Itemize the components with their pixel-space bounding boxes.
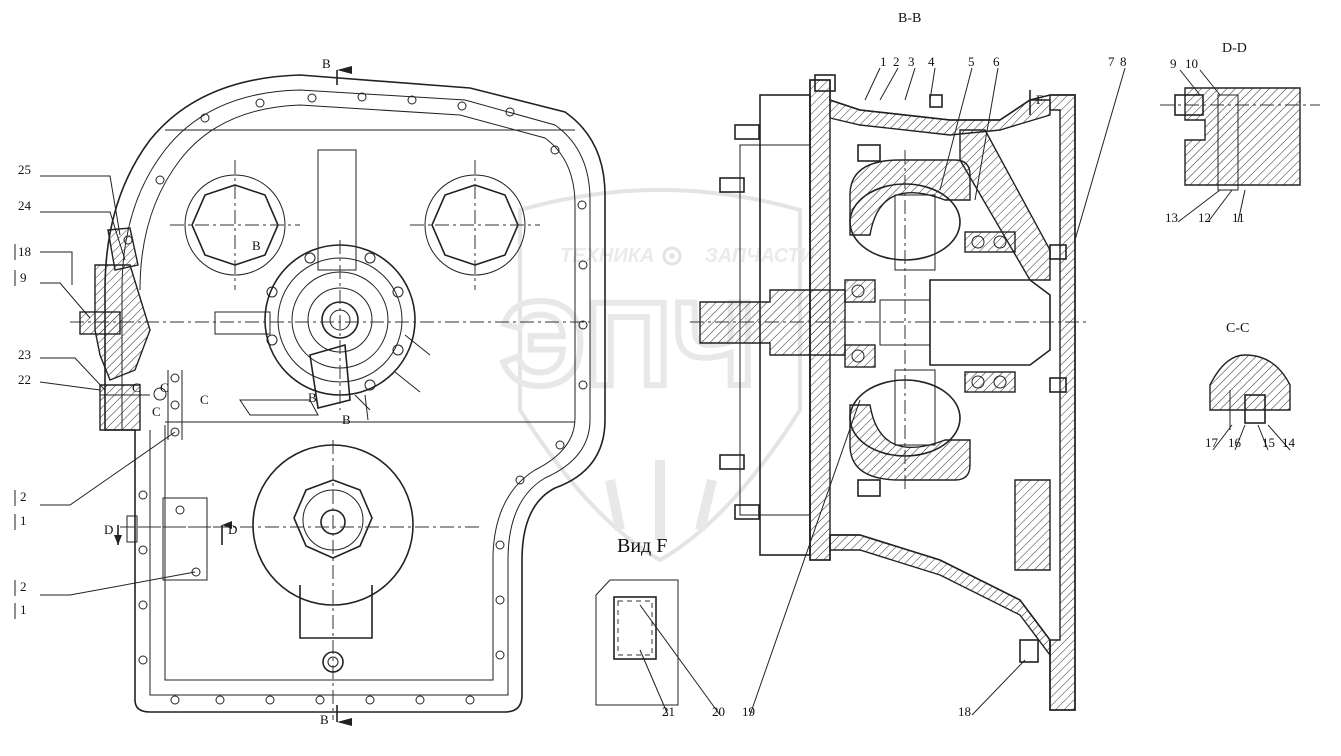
view-title-vid-f: Вид F (617, 535, 667, 557)
callout-1-upper: 1 (20, 513, 27, 528)
callout-2: 2 (893, 54, 900, 69)
callout-1-lower: 1 (20, 602, 27, 617)
bearings (844, 231, 1016, 393)
left-detail-section (79, 227, 151, 431)
labels: B-B D-D C-C Вид F B B B B B C C C C D D … (18, 11, 1296, 727)
callout-6: 6 (993, 54, 1000, 69)
callout-1: 1 (880, 54, 887, 69)
section-d-d (1160, 87, 1320, 191)
callout-20: 20 (712, 704, 725, 719)
callout-10: 10 (1185, 56, 1198, 71)
callout-18-bottom: 18 (958, 704, 971, 719)
callout-4: 4 (928, 54, 935, 69)
section-mark-b-lower: B (308, 390, 317, 405)
watermark-logo: ЭПЧ (500, 277, 756, 411)
front-view-housing (70, 74, 606, 720)
callout-18: 18 (18, 244, 31, 259)
view-title-cc: C-C (1226, 321, 1249, 336)
gear-icon (662, 246, 682, 266)
callout-15: 15 (1262, 435, 1275, 450)
callout-16: 16 (1228, 435, 1242, 450)
watermark-left-text: ТЕХНИКА (560, 245, 654, 267)
section-mark-b-lower2: B (342, 412, 351, 427)
section-b-b (690, 74, 1090, 711)
section-mark-d-left: D (104, 522, 113, 537)
section-mark-c-4: C (200, 392, 209, 407)
callout-23: 23 (18, 347, 31, 362)
section-mark-c-1: C (132, 380, 141, 395)
section-mark-c-3: C (152, 404, 161, 419)
callout-11: 11 (1232, 210, 1245, 225)
section-mark-b-top: B (322, 56, 331, 71)
section-mark-d-right: D (228, 522, 237, 537)
section-mark-b-upper: B (252, 238, 261, 253)
section-arrows (114, 66, 352, 726)
callout-3: 3 (908, 54, 915, 69)
callout-14: 14 (1282, 435, 1296, 450)
section-c-c (1209, 354, 1291, 430)
central-shaft-assembly (70, 240, 590, 421)
torque-converter (849, 150, 971, 490)
callout-17: 17 (1205, 435, 1219, 450)
callout-19: 19 (742, 704, 755, 719)
view-title-bb: B-B (898, 11, 921, 26)
callout-22: 22 (18, 372, 31, 387)
section-mark-b-bottom: B (320, 712, 329, 727)
callout-9-dd: 9 (1170, 56, 1177, 71)
callout-25: 25 (18, 162, 31, 177)
view-f (595, 579, 679, 706)
c-c-marker-detail (153, 370, 183, 440)
callout-9: 9 (20, 270, 27, 285)
bolts (719, 74, 1067, 663)
callout-12: 12 (1198, 210, 1211, 225)
callout-21: 21 (662, 704, 675, 719)
side-plate (120, 497, 225, 581)
view-title-dd: D-D (1222, 41, 1247, 56)
callout-2-lower: 2 (20, 579, 27, 594)
callout-24: 24 (18, 198, 32, 213)
wheat-emblem (605, 460, 717, 540)
leader-lines (39, 67, 1291, 716)
callout-2-upper: 2 (20, 489, 27, 504)
callout-13: 13 (1165, 210, 1178, 225)
watermark: ТЕХНИКА ЗАПЧАСТИ ЭПЧ (497, 188, 815, 563)
section-mark-c-2: C (160, 380, 169, 395)
callout-8: 8 (1120, 54, 1127, 69)
callout-5: 5 (968, 54, 975, 69)
callout-7: 7 (1108, 54, 1115, 69)
upper-right-bore (410, 160, 540, 290)
section-mark-f: F (1036, 92, 1043, 107)
upper-left-bore (170, 160, 300, 290)
